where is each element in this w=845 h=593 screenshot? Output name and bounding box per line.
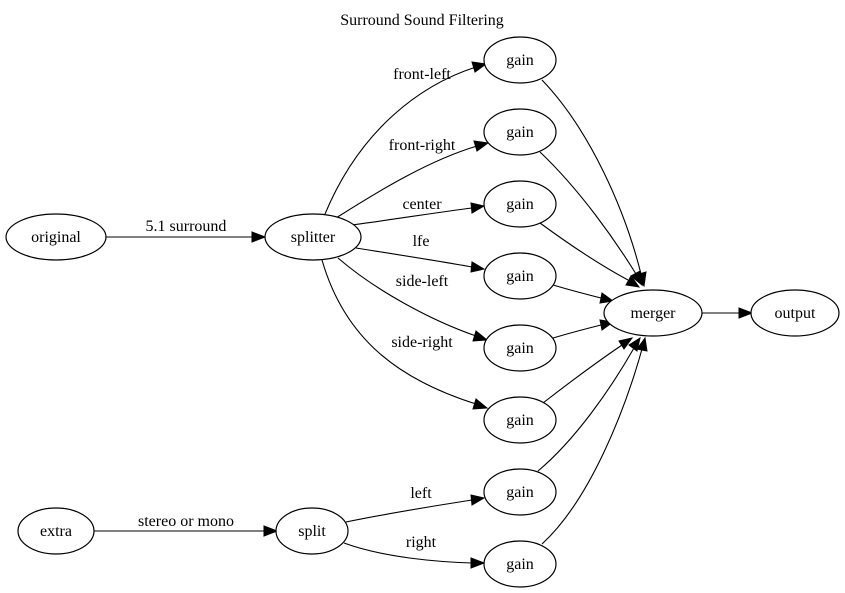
node-label-split: split [298,523,326,540]
edge-splitter-gain-front-left: front-left [324,61,488,215]
edge-label-center: center [402,196,442,213]
node-gain-lfe: gain [483,252,557,300]
edge-gain-side-right-merger [542,337,634,404]
node-label-output: output [775,305,816,322]
node-splitter: splitter [264,213,362,261]
edge-label-side-left: side-left [396,273,449,290]
node-gain-center: gain [483,180,557,228]
node-label-original: original [31,229,81,246]
node-gain-side-right: gain [483,396,557,444]
node-gain-side-left: gain [483,324,557,372]
node-merger: merger [603,289,703,337]
node-gain-front-left: gain [483,36,557,84]
edge-label-5-1-surround: 5.1 surround [146,218,227,235]
node-original: original [5,213,107,261]
edge-split-gain-left: left [345,485,486,523]
node-gain-right: gain [483,540,557,588]
edge-label-left: left [410,485,432,502]
edge-gain-right-merger [541,336,648,545]
edge-label-lfe: lfe [413,233,430,250]
diagram-title: Surround Sound Filtering [340,12,504,29]
node-output: output [750,289,840,337]
node-extra: extra [17,507,95,555]
edge-splitter-gain-center: center [343,196,486,227]
node-label-gain: gain [506,124,534,141]
edge-gain-left-merger [537,336,641,472]
edge-gain-lfe-merger [552,284,615,304]
edge-gain-front-right-merger [539,151,643,287]
edge-gain-front-left-merger [541,79,647,288]
edge-gain-side-left-merger [552,319,615,339]
edge-splitter-gain-side-right: side-right [321,259,489,410]
edge-split-gain-right: right [343,534,486,569]
edge-label-stereo-or-mono: stereo or mono [138,513,234,530]
edge-splitter-gain-side-left: side-left [337,257,489,342]
edge-original-splitter: 5.1 surround [106,218,267,243]
edge-label-front-left: front-left [393,66,451,83]
node-label-gain: gain [506,52,534,69]
node-label-splitter: splitter [291,229,336,246]
node-label-gain: gain [506,412,534,429]
node-label-extra: extra [40,523,72,540]
edge-merger-output [702,307,754,319]
node-gain-front-right: gain [483,108,557,156]
node-gain-left: gain [483,468,557,516]
node-label-merger: merger [630,305,676,322]
node-label-gain: gain [506,556,534,573]
node-label-gain: gain [506,196,534,213]
edge-gain-center-merger [539,222,641,288]
edge-label-side-right: side-right [391,334,453,351]
node-label-gain: gain [506,268,534,285]
node-split: split [275,507,349,555]
edge-splitter-gain-front-right: front-right [335,137,490,219]
edge-splitter-gain-lfe: lfe [355,233,486,273]
node-label-gain: gain [506,340,534,357]
edge-extra-split: stereo or mono [94,513,279,537]
edge-label-right: right [406,534,437,551]
node-label-gain: gain [506,484,534,501]
edge-label-front-right: front-right [389,137,456,154]
